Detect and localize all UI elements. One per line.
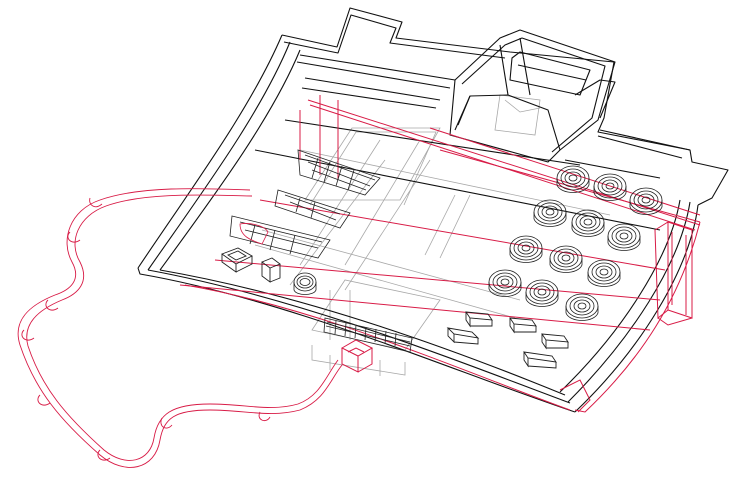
cord-plug: [340, 339, 374, 373]
lower-slot-cluster: [229, 215, 331, 259]
front-connector-strip: [323, 317, 413, 353]
keypad-button: [533, 199, 567, 227]
keypad-button: [587, 259, 621, 287]
keypad-button: [571, 209, 605, 237]
keypad-button: [593, 173, 627, 201]
left-rect-button: [261, 257, 281, 283]
phone-cord: [17, 188, 343, 468]
round-knob: [293, 272, 317, 295]
left-square-button: [221, 247, 253, 273]
upper-slot-cluster: [274, 149, 381, 229]
keypad-button: [525, 279, 559, 307]
highlighted-edges: [179, 95, 701, 413]
keypad-button: [607, 223, 641, 251]
keypad-button: [509, 235, 543, 263]
keypad-button: [629, 187, 663, 215]
internal-chassis-hidden-edges: [254, 94, 611, 376]
keypad-button: [556, 165, 590, 193]
round-keypad: [488, 165, 663, 321]
keypad-button: [565, 293, 599, 321]
keypad-button: [549, 245, 583, 273]
keypad-button: [488, 269, 522, 297]
small-key-row: [446, 311, 569, 369]
